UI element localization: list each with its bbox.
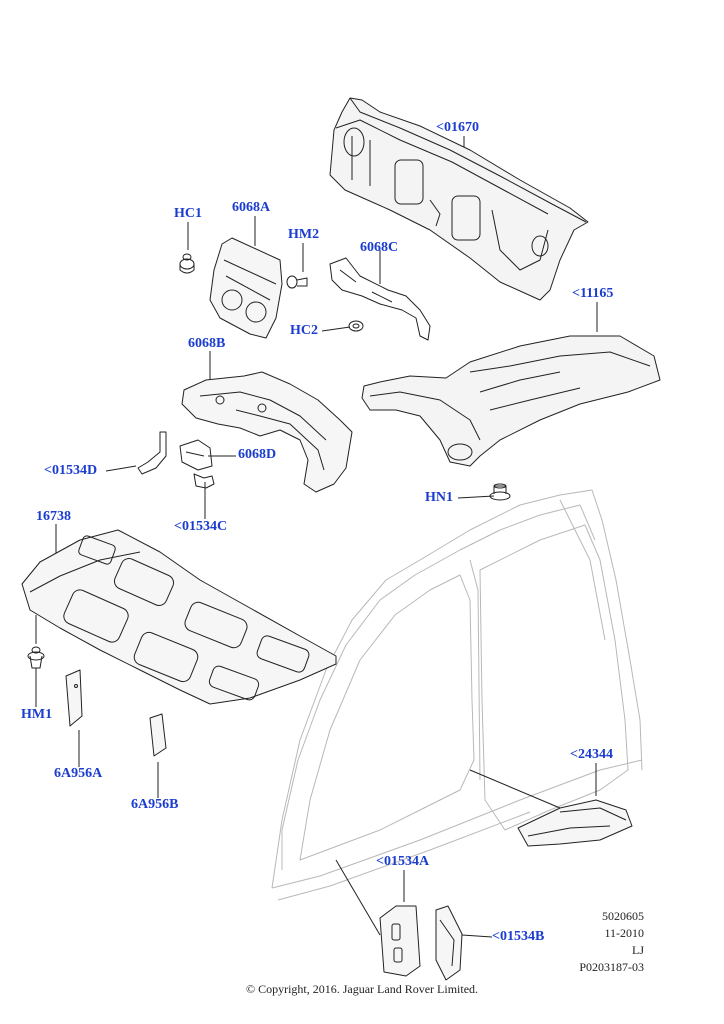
- part-6068b-insulator: [181, 371, 353, 493]
- callout-hn1[interactable]: HN1: [425, 490, 453, 505]
- part-6a956a-seal: [65, 669, 83, 727]
- part-01534a-reinforcement: [379, 905, 421, 977]
- callout-hm1[interactable]: HM1: [21, 707, 53, 722]
- part-24344-sill-insulator: [517, 799, 633, 847]
- callout-01534b[interactable]: <01534B: [492, 929, 545, 944]
- part-6068a-insulator: [209, 237, 283, 339]
- callout-01534a[interactable]: <01534A: [376, 854, 430, 869]
- part-hc2-washer: [348, 320, 364, 332]
- part-hc1-grommet: [179, 253, 195, 274]
- callout-6068c[interactable]: 6068C: [360, 240, 399, 255]
- callout-6068b[interactable]: 6068B: [188, 336, 226, 351]
- part-hn1-nut: [489, 483, 511, 501]
- part-11165-floor-insulator: [361, 335, 661, 467]
- drawing-initials: LJ: [632, 943, 644, 957]
- copyright-notice: © Copyright, 2016. Jaguar Land Rover Lim…: [245, 982, 479, 996]
- part-01534c-clip: [193, 473, 215, 489]
- callout-11165[interactable]: <11165: [572, 286, 614, 301]
- part-hm1-clip: [27, 646, 45, 669]
- drawing-metadata: 5020605 11-2010 LJ P0203187-03: [579, 908, 644, 976]
- callout-6068d[interactable]: 6068D: [238, 447, 277, 462]
- leader-lines: [35, 136, 598, 938]
- callout-hm2[interactable]: HM2: [288, 227, 320, 242]
- part-01670-dash-panel: [329, 97, 589, 301]
- callout-6a956b[interactable]: 6A956B: [131, 797, 179, 812]
- drawing-date: 11-2010: [604, 926, 644, 940]
- body-side-outline: [271, 489, 643, 901]
- part-01534b-reinforcement: [435, 905, 463, 981]
- part-6068c-bracket: [329, 257, 431, 341]
- part-16738-bonnet-insulator: [21, 529, 337, 705]
- callout-01534d[interactable]: <01534D: [44, 463, 98, 478]
- drawing-code: 5020605: [602, 909, 644, 923]
- callout-hc1[interactable]: HC1: [174, 206, 202, 221]
- callout-01534c[interactable]: <01534C: [174, 519, 228, 534]
- part-01534d-bracket: [137, 431, 167, 475]
- part-6a956b-seal: [149, 713, 167, 757]
- part-6068d-pad: [179, 439, 213, 471]
- callout-6068a[interactable]: 6068A: [232, 200, 271, 215]
- callout-01670[interactable]: <01670: [436, 120, 479, 135]
- callout-16738[interactable]: 16738: [36, 509, 71, 524]
- callout-6a956a[interactable]: 6A956A: [54, 766, 103, 781]
- callout-24344[interactable]: <24344: [570, 747, 613, 762]
- drawing-reference: P0203187-03: [579, 960, 644, 974]
- callout-hc2[interactable]: HC2: [290, 323, 318, 338]
- part-hm2-clip: [286, 275, 308, 289]
